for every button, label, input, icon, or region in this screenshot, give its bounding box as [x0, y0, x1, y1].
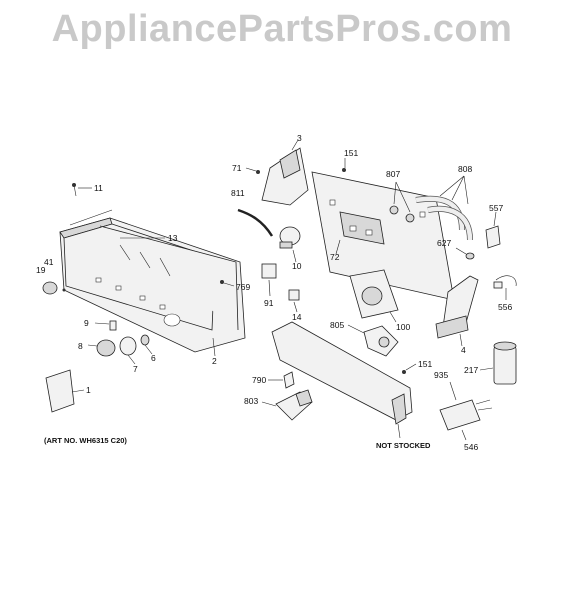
not-stocked-label: NOT STOCKED — [376, 441, 431, 450]
screw-11 — [72, 183, 92, 197]
callout-790: 790 — [252, 375, 266, 385]
water-valve-805 — [347, 324, 399, 357]
callout-41: 41 — [44, 257, 54, 267]
screw-71 — [245, 167, 260, 174]
inlet-hoses-808 — [415, 175, 473, 241]
clip-790 — [268, 371, 295, 389]
callout-labels: 3 151 807 808 71 811 11 557 627 13 72 10… — [36, 133, 512, 452]
spring-6 — [140, 334, 153, 355]
connector-557 — [485, 211, 501, 249]
screw-769 — [220, 280, 235, 287]
lower-panel-not-stocked — [271, 321, 413, 439]
callout-6: 6 — [151, 353, 156, 363]
backsplash-72 — [311, 171, 455, 301]
callout-2: 2 — [212, 356, 217, 366]
dial-7 — [119, 336, 137, 365]
callout-808: 808 — [458, 164, 472, 174]
callout-72: 72 — [330, 252, 340, 262]
watermark: AppliancePartsPros.com — [51, 8, 513, 50]
callout-3: 3 — [297, 133, 302, 143]
pressure-switch-10 — [279, 226, 301, 263]
timer-100 — [349, 269, 399, 323]
callout-19: 19 — [36, 265, 46, 275]
switch-91 — [261, 263, 277, 297]
hose-811 — [237, 208, 274, 237]
callout-9: 9 — [84, 318, 89, 328]
knob-8 — [87, 339, 116, 357]
knob-41 — [42, 281, 66, 295]
callout-805: 805 — [330, 320, 344, 330]
callout-14: 14 — [292, 312, 302, 322]
callout-556: 556 — [498, 302, 512, 312]
screw-151-lower — [402, 363, 417, 374]
screw-151-top — [342, 158, 346, 172]
plug-627 — [455, 247, 475, 260]
callout-7: 7 — [133, 364, 138, 374]
capacitor-217 — [479, 341, 517, 385]
callout-811: 811 — [231, 188, 245, 198]
callout-217: 217 — [464, 365, 478, 375]
callout-627: 627 — [437, 238, 451, 248]
callout-91: 91 — [264, 298, 274, 308]
callout-151-lower: 151 — [418, 359, 432, 369]
clip-9 — [94, 320, 117, 331]
callout-807: 807 — [386, 169, 400, 179]
bracket-3 — [261, 139, 309, 206]
callout-769: 769 — [236, 282, 250, 292]
callout-546: 546 — [464, 442, 478, 452]
callout-11: 11 — [94, 183, 103, 193]
callout-8: 8 — [78, 341, 83, 351]
callout-557: 557 — [489, 203, 503, 213]
washers-807 — [389, 181, 415, 223]
harness-935-546 — [439, 381, 493, 441]
callout-4: 4 — [461, 345, 466, 355]
callout-935: 935 — [434, 370, 448, 380]
callout-10: 10 — [292, 261, 302, 271]
bezel-803 — [261, 389, 313, 421]
callout-71: 71 — [232, 163, 242, 173]
manual-1 — [45, 369, 85, 413]
callout-803: 803 — [244, 396, 258, 406]
bracket-4 — [435, 275, 479, 347]
switch-14 — [288, 289, 300, 313]
callout-151-top: 151 — [344, 148, 358, 158]
callout-13: 13 — [168, 233, 178, 243]
callout-1: 1 — [86, 385, 91, 395]
art-number-label: (ART NO. WH6315 C20) — [44, 436, 127, 445]
callout-100: 100 — [396, 322, 410, 332]
harness-556 — [493, 275, 517, 300]
